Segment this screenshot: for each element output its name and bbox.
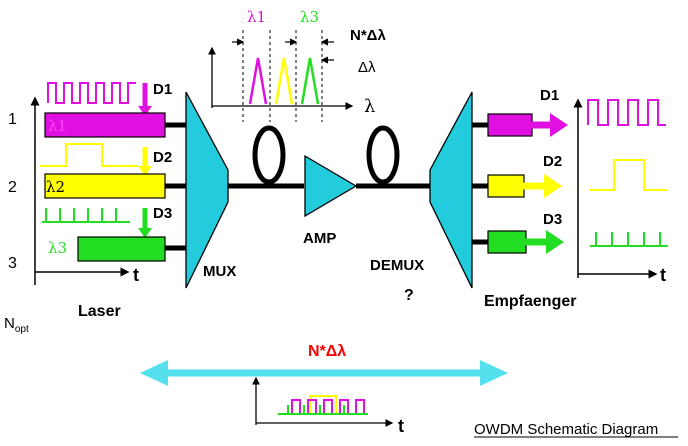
multiplexed-signal: [278, 395, 368, 415]
diagram-caption: OWDM Schematic Diagram: [474, 421, 658, 438]
receiver-box-2: [487, 174, 525, 198]
spectrum-peak-lambda3: [300, 57, 320, 105]
demux-label: DEMUX: [370, 257, 424, 274]
d2-label-right: D2: [543, 153, 562, 170]
fiber-coil-icon: [252, 125, 286, 185]
d1-label-right: D1: [540, 87, 559, 104]
spectrum-lambda3-label: λ3: [300, 8, 319, 26]
spectrum-lambda1-label: λ1: [247, 8, 266, 26]
receiver-box-1: [487, 113, 533, 137]
demux-prism-icon: [429, 91, 473, 289]
d2-modulation-arrowhead: [138, 166, 152, 176]
d2-label-left: D2: [153, 149, 172, 166]
bottom-t-label: t: [398, 416, 404, 436]
receiver-label: Empfaenger: [484, 293, 576, 310]
bandwidth-label: N*Δλ: [308, 343, 346, 360]
receiver-box-3: [487, 230, 527, 254]
row-number-2: 2: [8, 179, 17, 196]
d1-label-left: D1: [153, 81, 172, 98]
d3-label-right: D3: [543, 211, 562, 228]
fiber-coil-icon-2: [366, 125, 400, 185]
n-opt-label: Nopt: [4, 315, 29, 335]
laser-box-2: [44, 173, 166, 199]
mux-prism-icon: [185, 91, 229, 289]
spectrum-axis-lambda: λ: [364, 96, 375, 117]
receiver-2-arrowhead: [544, 174, 562, 198]
demux-question: ?: [404, 287, 414, 304]
d3-modulation-arrowhead: [138, 228, 152, 238]
amp-label: AMP: [303, 230, 336, 247]
d3-output-signal: [590, 232, 668, 247]
d3-input-signal: [42, 208, 130, 223]
left-t-label: t: [133, 265, 139, 285]
row-number-3: 3: [8, 255, 17, 272]
d3-label-left: D3: [153, 205, 172, 222]
amplifier-triangle-icon: [304, 154, 358, 218]
bandwidth-arrowhead-right: [480, 360, 508, 386]
receiver-3-arrowhead: [546, 230, 564, 254]
d2-output-signal: [590, 159, 668, 191]
right-t-label: t: [660, 265, 666, 285]
d1-output-signal: [587, 99, 666, 126]
spectrum-peak-lambda1: [248, 57, 268, 105]
d1-modulation-arrowhead: [138, 106, 152, 116]
receiver-1-arrowhead: [550, 113, 568, 137]
d2-input-signal: [40, 143, 138, 167]
spectrum-dlambda-label: Δλ: [358, 59, 376, 76]
laser-label: Laser: [78, 303, 121, 320]
mux-label: MUX: [203, 263, 236, 280]
laser-2-lambda: λ2: [46, 178, 65, 196]
spectrum-peak-lambda2: [274, 57, 294, 105]
d1-input-signal: [47, 82, 136, 104]
laser-1-lambda: λ1: [48, 117, 67, 135]
laser-box-1: [44, 112, 166, 138]
laser-box-3: [77, 236, 166, 262]
spectrum-n-dlambda-label: N*Δλ: [350, 27, 386, 44]
laser-3-lambda: λ3: [48, 239, 67, 257]
row-number-1: 1: [8, 111, 17, 128]
bandwidth-arrowhead-left: [140, 360, 168, 386]
